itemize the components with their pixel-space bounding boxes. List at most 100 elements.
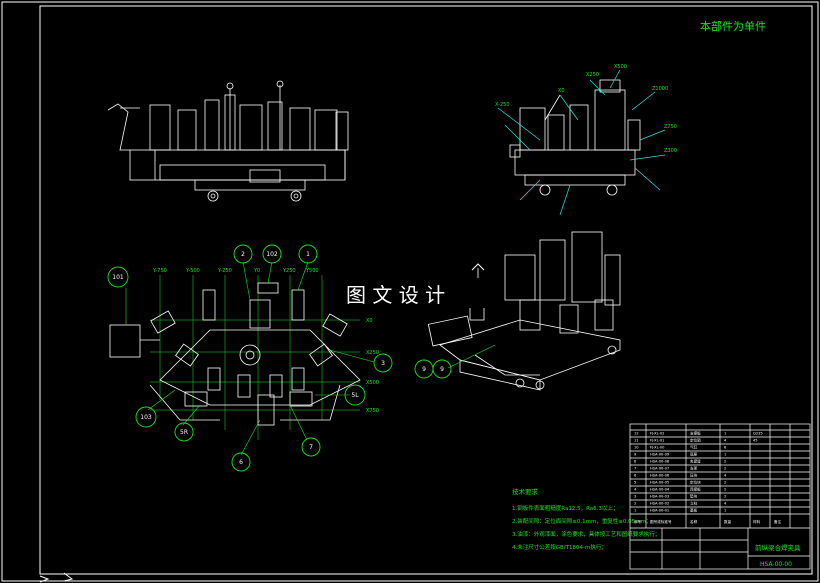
bom-cell: 3 (634, 494, 636, 498)
svg-text:X250: X250 (366, 350, 379, 356)
bom-cell: 11 (634, 438, 639, 442)
watermark-bg (342, 278, 492, 308)
side-view (509, 79, 641, 196)
svg-text:Y0: Y0 (253, 268, 260, 274)
callout-labels: 101 2 102 1 3 5L 7 6 5R 103 9 9 (112, 251, 444, 466)
bom-cell: HSA-00-02 (650, 501, 669, 505)
title-block-text: 前纵梁合焊夹具 HSA-00-00 (755, 543, 801, 568)
side-view-leaders (497, 69, 666, 216)
svg-text:3.油漆：外观漆面，涂色要求，具体按工艺和图纸要求执行；: 3.油漆：外观漆面，涂色要求，具体按工艺和图纸要求执行； (512, 530, 660, 538)
bom-cell: FJ-XL-00 (650, 445, 665, 449)
bom-cell: 10 (634, 445, 639, 449)
bom-cell: 1 (724, 431, 726, 435)
bom-cell: HSA-00-03 (650, 494, 669, 498)
plan-view-axis-labels: Y-750 Y-500 Y-250 Y0 Y250 Y500 X0 X250 X… (152, 268, 379, 414)
bom-header-cell: 材料 (753, 519, 761, 524)
bom-cell: 4 (724, 501, 727, 505)
bom-header-cell: 备注 (774, 519, 782, 524)
bom-cell: 2 (634, 501, 636, 505)
svg-text:Y250: Y250 (282, 268, 296, 274)
bom-cell: 2 (724, 459, 726, 463)
bom-cell: HSA-00-06 (650, 473, 670, 477)
bom-cell: HSA-00-01 (650, 508, 669, 512)
svg-text:6: 6 (239, 459, 243, 466)
corner-arrow-2 (63, 572, 74, 582)
bom-cell: 连接板 (690, 486, 701, 491)
bom-cell: HSA-00-09 (650, 452, 670, 456)
bom-cell: 1 (634, 508, 636, 512)
plan-view (109, 282, 361, 426)
bom-cell: 立柱 (690, 500, 698, 505)
svg-text:X500: X500 (614, 64, 627, 70)
svg-text:X250: X250 (586, 72, 599, 78)
isometric-leader (447, 344, 496, 369)
bom-header-cell: 序号 (634, 519, 642, 524)
bom-cell: FJ-XL-01 (650, 438, 664, 442)
bom-cell: 9 (634, 452, 637, 456)
svg-text:X500: X500 (366, 380, 379, 386)
bom-cell: 4 (634, 487, 637, 491)
bom-header-cell: 图号或标准号 (650, 519, 672, 524)
bom-cell: Q235 (753, 431, 763, 435)
bom-cell: 4 (724, 473, 727, 477)
bom-cell: HSA-00-07 (650, 466, 669, 470)
bom-cell: 气缸 (690, 444, 698, 449)
svg-text:5L: 5L (351, 392, 359, 399)
callouts (107, 244, 452, 472)
bom-header-cell: 名称 (690, 519, 698, 524)
front-view (107, 80, 349, 202)
svg-text:5R: 5R (180, 429, 188, 436)
svg-text:102: 102 (266, 251, 278, 258)
bom-cell: 支撑板 (690, 430, 701, 435)
svg-text:HSA-00-00: HSA-00-00 (760, 561, 792, 568)
bom-cell: 12 (634, 431, 639, 435)
isometric-view (427, 231, 621, 391)
title-block (629, 423, 811, 570)
bom-header-cell: 数量 (724, 519, 732, 524)
svg-text:2: 2 (241, 251, 245, 258)
bom-cell: 1 (724, 452, 726, 456)
svg-text:4.未注尺寸公差按GB/T1804-m执行；: 4.未注尺寸公差按GB/T1804-m执行； (512, 543, 607, 551)
svg-text:103: 103 (140, 414, 152, 421)
watermark-hat (471, 263, 485, 271)
bom-cell: 压块 (690, 472, 698, 477)
svg-text:X-250: X-250 (495, 102, 510, 108)
bom-cell: 2 (724, 480, 726, 484)
svg-text:X750: X750 (366, 408, 379, 414)
bom-cell: 夹紧臂 (690, 458, 701, 463)
svg-text:X0: X0 (558, 88, 565, 94)
bom-cell: 垫块 (690, 493, 698, 498)
bom-cell: 底座 (690, 451, 698, 456)
bom-cell: FJ-XL-02 (650, 431, 664, 435)
bom-cell: 6 (634, 473, 637, 477)
bom-cell: HSA-00-05 (650, 480, 669, 484)
bom-cell: 2 (724, 466, 726, 470)
svg-text:9: 9 (422, 366, 426, 373)
watermark-text: 图 文 设 计 (346, 283, 445, 307)
bom-cell: 7 (634, 466, 636, 470)
bom-cell: 45 (753, 438, 758, 442)
bom-cell: HSA-00-08 (650, 459, 670, 463)
bom-cell: 定位块 (690, 479, 701, 484)
svg-text:3: 3 (381, 360, 385, 367)
svg-text:技术要求: 技术要求 (512, 487, 539, 496)
svg-text:101: 101 (112, 274, 124, 281)
plan-view-leaders (125, 261, 375, 456)
svg-text:Y-500: Y-500 (185, 268, 200, 274)
bom-cell: 5 (634, 480, 636, 484)
svg-text:Z300: Z300 (664, 148, 677, 154)
bom-cell: HSA-00-04 (650, 487, 670, 491)
bom-cell: 基板 (690, 507, 698, 512)
header-note: 本部件为单件 (700, 19, 766, 33)
svg-text:Y-250: Y-250 (217, 268, 232, 274)
side-view-dim-labels: X-250 X0 X250 X500 Z1000 Z750 Z300 (495, 64, 677, 154)
bom-cell: 6 (724, 445, 727, 449)
svg-text:X0: X0 (366, 318, 373, 324)
bom-cell: 1 (724, 508, 726, 512)
svg-text:2.装配间隙：定位面间隙≤0.1mm，重复性≤0.05mm；: 2.装配间隙：定位面间隙≤0.1mm，重复性≤0.05mm； (512, 517, 651, 525)
corner-arrow (39, 575, 50, 583)
svg-text:9: 9 (440, 366, 444, 373)
